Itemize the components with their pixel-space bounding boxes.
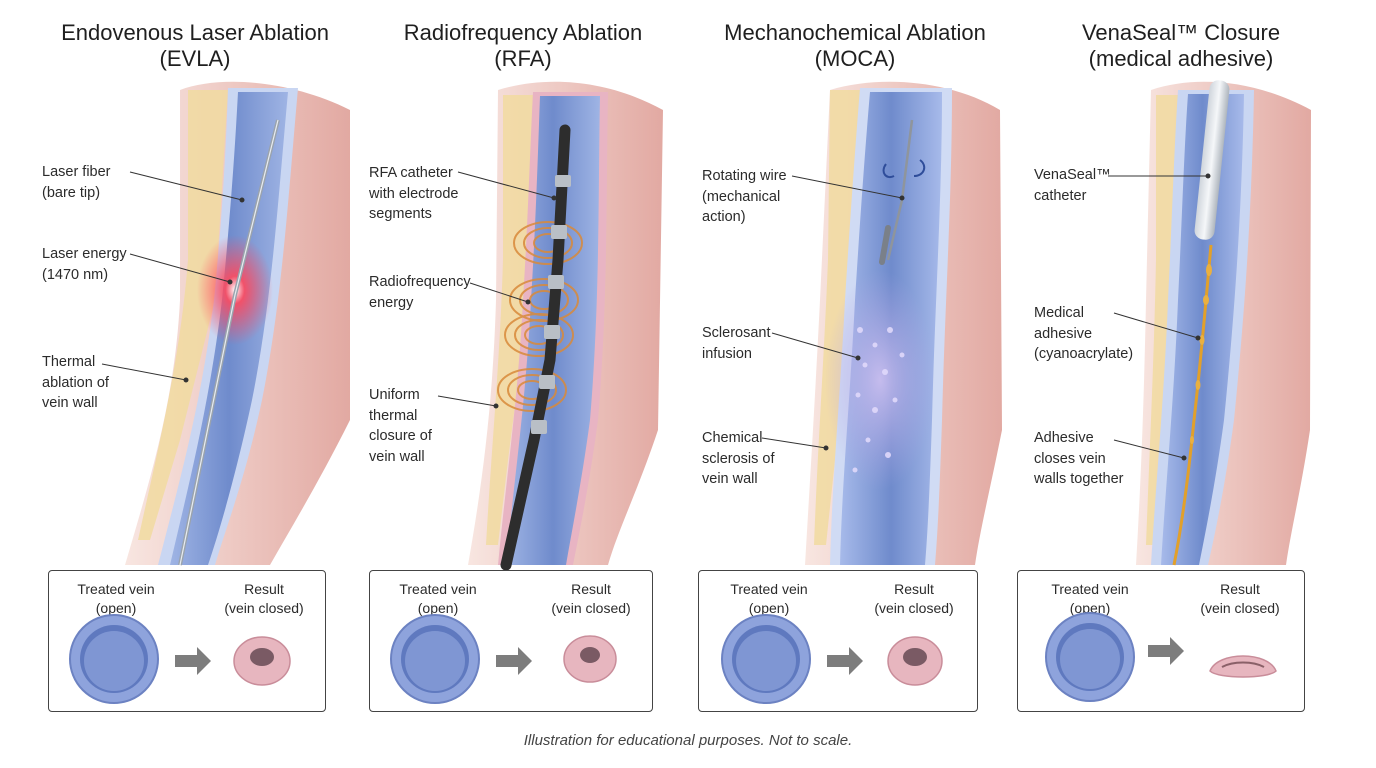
panel-evla: Endovenous Laser Ablation (EVLA): [30, 0, 360, 720]
result-box-venaseal: Treated vein (open) Result (vein closed): [1017, 570, 1305, 712]
venaseal-catheter: [1194, 80, 1230, 240]
closed-vein-cross-section: [233, 636, 291, 686]
moca-vein-illustration: [761, 81, 1002, 565]
label-sclerosant-infusion: Sclerosant infusion: [702, 325, 771, 362]
label-thermal-ablation: Thermal ablation of vein wall: [42, 354, 109, 411]
title-line-2: (medical adhesive): [1088, 46, 1274, 71]
caption-result: Result (vein closed): [874, 581, 954, 616]
fat-layer: [486, 95, 536, 545]
adhesive-droplets: [1190, 264, 1212, 444]
venaseal-vein-illustration: [1108, 80, 1311, 566]
panel-venaseal: VenaSeal™ Closure (medical adhesive): [1016, 0, 1346, 720]
title-line-1: Mechanochemical Ablation: [724, 20, 986, 45]
open-vein-cross-section: [721, 614, 811, 704]
title-line-1: Endovenous Laser Ablation: [61, 20, 329, 45]
title-line-2: (MOCA): [814, 46, 896, 71]
caption-treated-vein: Treated vein (open): [1051, 581, 1129, 616]
leader-lines: [1108, 173, 1211, 461]
caption-result: Result (vein closed): [551, 581, 631, 616]
fiber-highlight: [179, 119, 279, 566]
leader-lines: [101, 171, 245, 383]
caption-result: Result (vein closed): [224, 581, 304, 616]
result-graphics: [390, 614, 617, 704]
evla-vein-illustration: [101, 81, 350, 566]
result-box-rfa: Treated vein (open) Result (vein closed): [369, 570, 653, 712]
caption-treated-vein: Treated vein (open): [77, 581, 155, 616]
sealed-vein-cross-section: [1209, 655, 1277, 678]
panel-title: Mechanochemical Ablation (MOCA): [690, 20, 1020, 72]
footnote: Illustration for educational purposes. N…: [523, 732, 853, 749]
rotation-arrows-icon: [882, 159, 926, 178]
arrow-right-icon: [1148, 637, 1184, 665]
caption-treated-vein: Treated vein (open): [730, 581, 808, 616]
sclerosant-cloud: [825, 270, 935, 490]
title-line-1: Radiofrequency Ablation: [403, 20, 643, 45]
sclerosant-droplets: [852, 327, 905, 473]
title-line-1: VenaSeal™ Closure: [1081, 20, 1281, 45]
result-graphics: [721, 614, 943, 704]
result-box-moca: Treated vein (open) Result (vein closed): [698, 570, 978, 712]
open-vein-cross-section: [1045, 612, 1135, 702]
label-venaseal-catheter: VenaSeal™ catheter: [1034, 167, 1111, 204]
open-vein-cross-section: [390, 614, 480, 704]
panel-title: VenaSeal™ Closure (medical adhesive): [1016, 20, 1346, 72]
arrow-right-icon: [496, 647, 532, 675]
rfa-catheter: [500, 124, 571, 570]
panel-moca: Mechanochemical Ablation (MOCA): [690, 0, 1020, 720]
leader-lines: [437, 171, 557, 409]
rf-energy-rings: [497, 221, 583, 412]
closed-vein-cross-section: [563, 635, 617, 683]
label-chemical-sclerosis: Chemical sclerosis of vein wall: [702, 430, 775, 487]
result-graphics: [1045, 612, 1277, 702]
panel-title: Radiofrequency Ablation (RFA): [358, 20, 688, 72]
panel-rfa: Radiofrequency Ablation (RFA): [358, 0, 688, 720]
leader-lines: [761, 175, 905, 451]
result-box-evla: Treated vein (open) Result (vein closed): [48, 570, 326, 712]
closed-vein-cross-section: [887, 636, 943, 686]
catheter-tip: [879, 225, 891, 265]
result-graphics: [69, 614, 291, 704]
title-line-2: (RFA): [494, 46, 552, 71]
caption-treated-vein: Treated vein (open): [399, 581, 477, 616]
label-laser-energy: Laser energy (1470 nm): [42, 246, 127, 283]
label-rfa-catheter: RFA catheter with electrode segments: [369, 165, 459, 222]
fat-layer: [138, 90, 228, 540]
label-rotating-wire: Rotating wire (mechanical action): [702, 168, 787, 225]
label-laser-fiber: Laser fiber (bare tip): [42, 164, 111, 201]
panel-title: Endovenous Laser Ablation (EVLA): [30, 20, 360, 72]
rfa-vein-illustration: [437, 81, 663, 570]
label-uniform-closure: Uniform thermal closure of vein wall: [369, 387, 432, 465]
title-line-2: (EVLA): [159, 46, 231, 71]
label-medical-adhesive: Medical adhesive (cyanoacrylate): [1034, 305, 1134, 362]
label-adhesive-closes: Adhesive closes vein walls together: [1034, 430, 1124, 487]
label-rf-energy: Radiofrequency energy: [369, 274, 471, 311]
caption-result: Result (vein closed): [1200, 581, 1280, 616]
open-vein-cross-section: [69, 614, 159, 704]
arrow-right-icon: [175, 647, 211, 675]
electrode-segments: [531, 175, 571, 434]
arrow-right-icon: [827, 647, 863, 675]
